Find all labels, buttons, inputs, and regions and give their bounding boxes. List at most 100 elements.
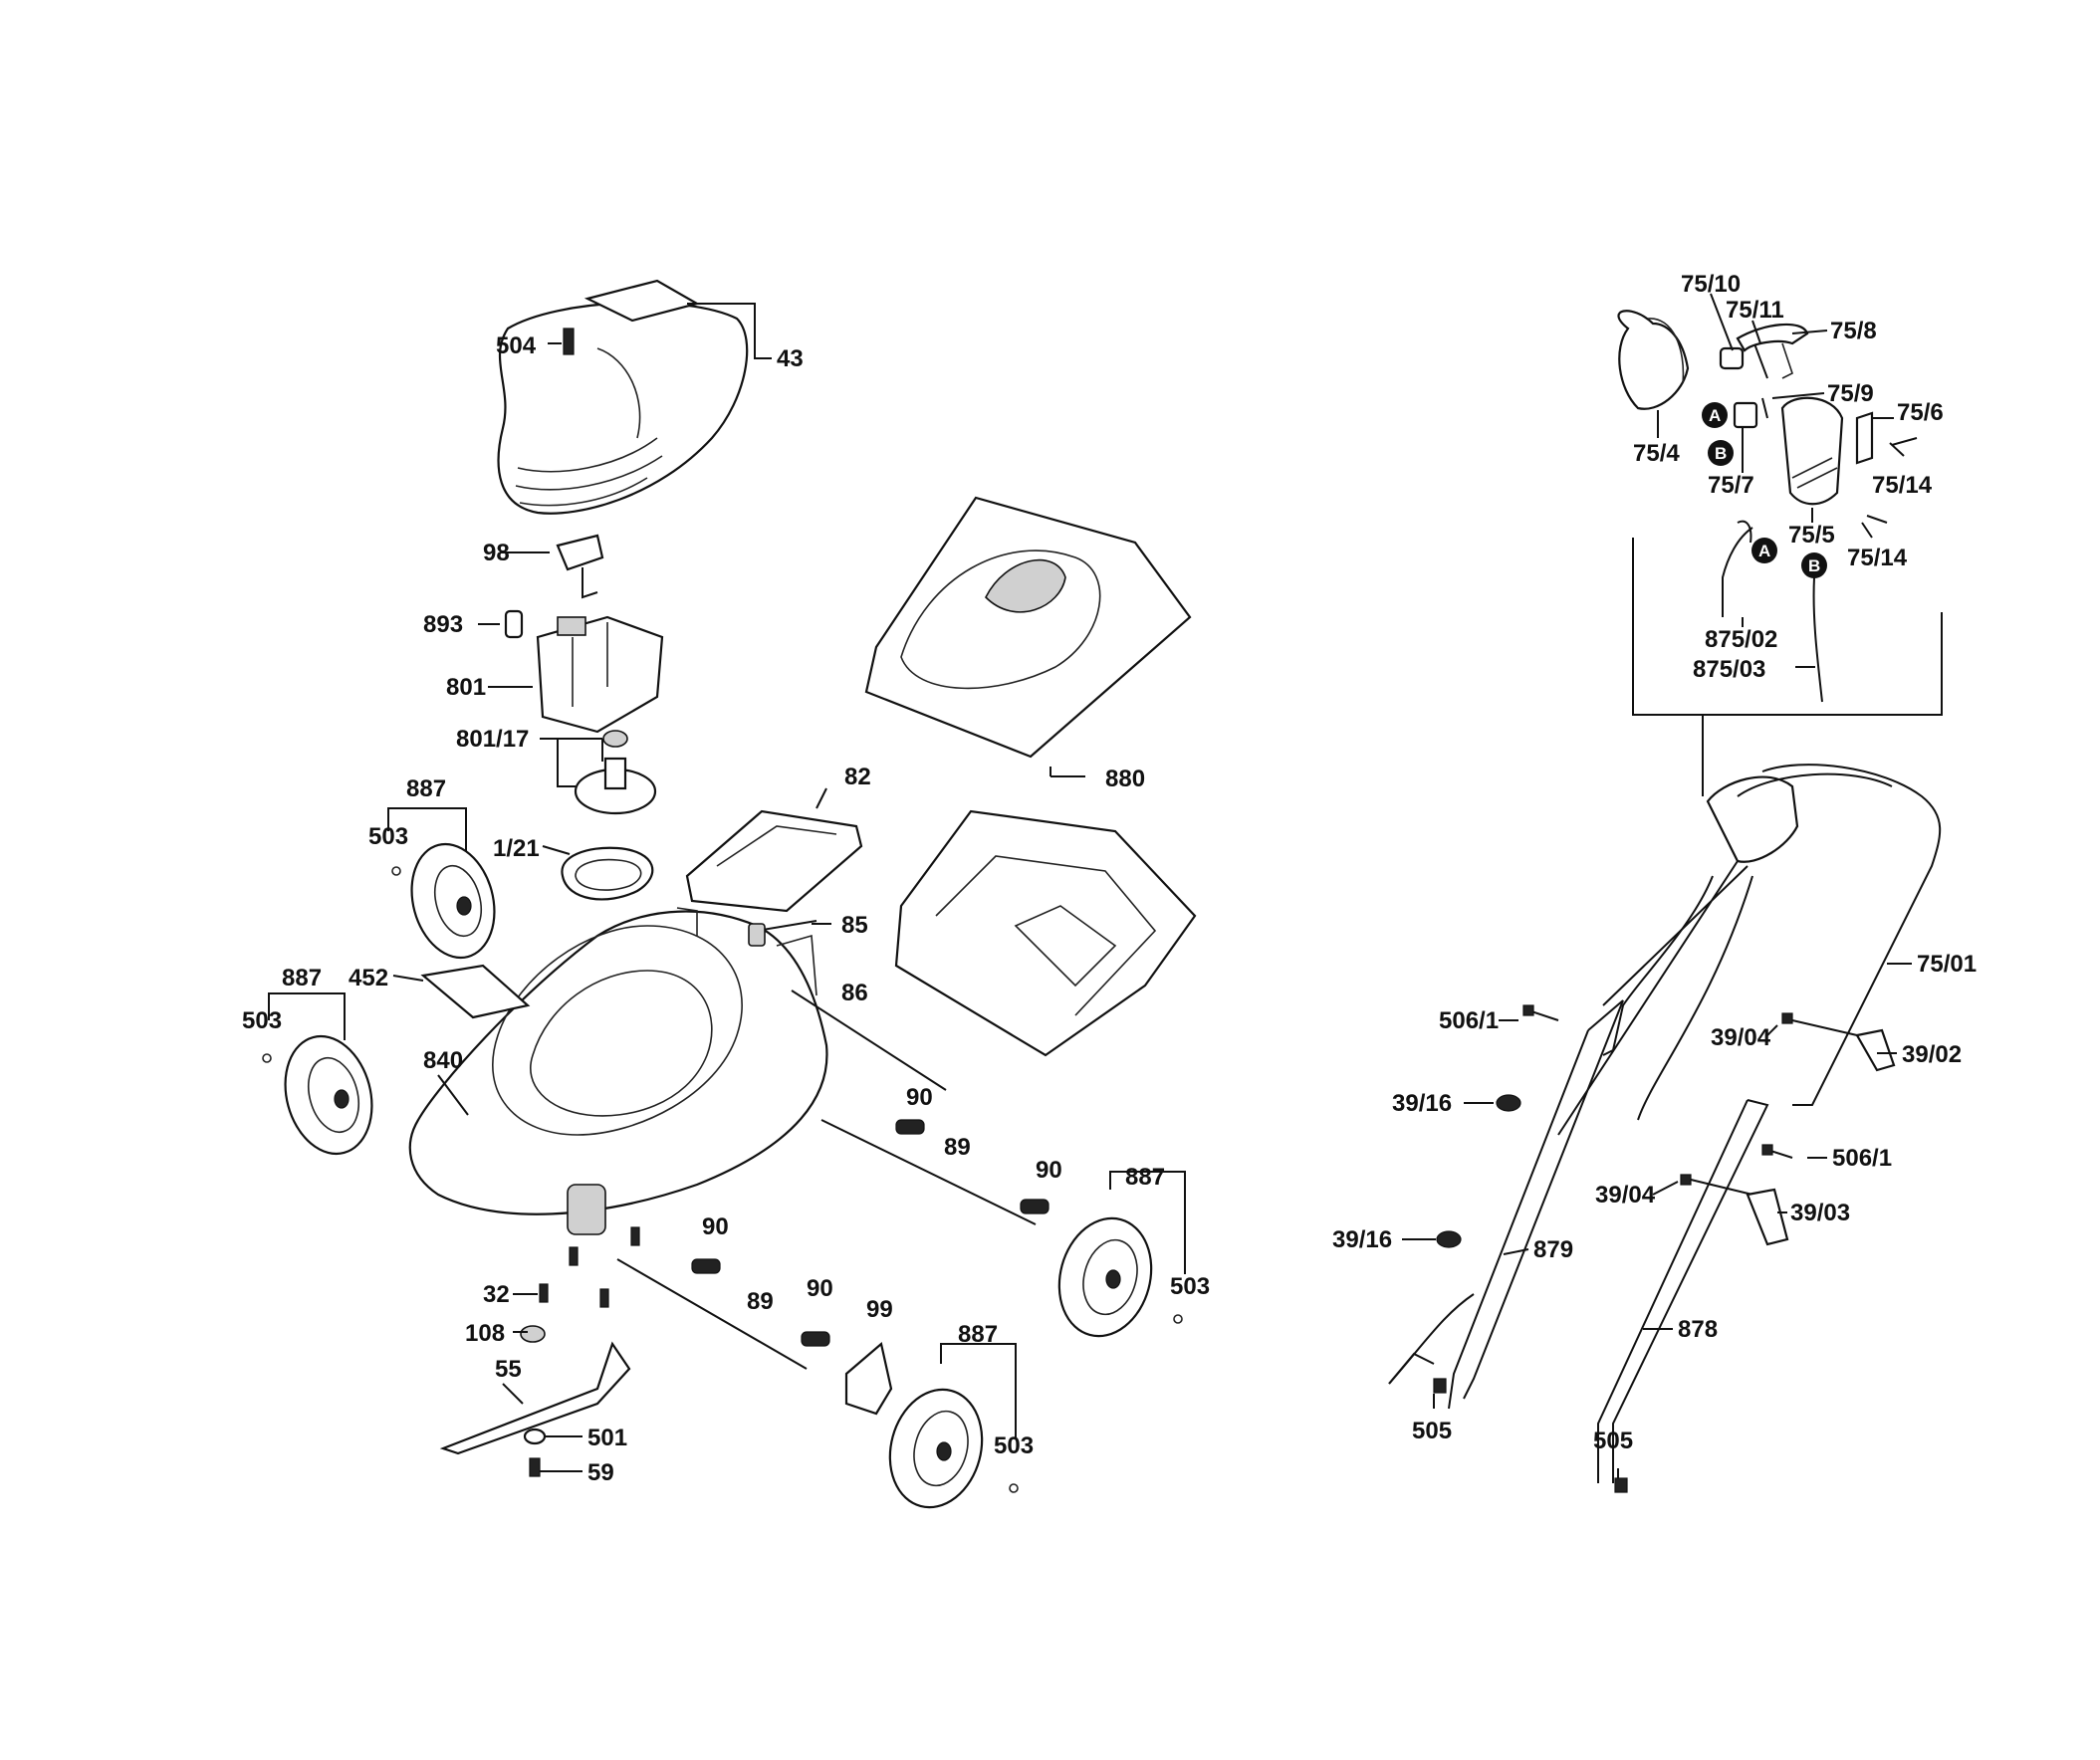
callout-32: 32 xyxy=(483,1281,510,1308)
callout-503-b: 503 xyxy=(242,1007,282,1034)
screw-part-505-a xyxy=(1433,1378,1447,1394)
axle-part-86 xyxy=(791,990,947,1091)
spring-part-90-b xyxy=(1020,1199,1050,1214)
callout-75-01: 75/01 xyxy=(1917,951,1977,978)
lower-handle-part-878 xyxy=(1597,1099,1769,1483)
callout-90-c: 90 xyxy=(702,1213,729,1240)
callout-75-4: 75/4 xyxy=(1633,440,1680,467)
wheel-part-887-d xyxy=(888,1388,1019,1509)
callout-840: 840 xyxy=(423,1047,463,1074)
callout-89-a: 89 xyxy=(944,1134,971,1161)
callout-875-02: 875/02 xyxy=(1705,626,1777,653)
callout-39-02: 39/02 xyxy=(1902,1041,1962,1068)
spring-part-90-c xyxy=(691,1258,721,1274)
wheel-part-887-c xyxy=(1057,1216,1183,1338)
wheel-part-887-a xyxy=(391,842,496,960)
wheel-part-887-b xyxy=(262,1034,373,1156)
callout-90-a: 90 xyxy=(906,1084,933,1111)
callout-75-14-b: 75/14 xyxy=(1847,545,1908,571)
deck-part-840 xyxy=(408,907,828,1235)
lever-part-85 xyxy=(748,920,817,947)
switch-part-98 xyxy=(556,534,604,599)
screws-part-75-14 xyxy=(1866,437,1918,524)
callout-801: 801 xyxy=(446,674,486,701)
connector-badge-a1: A xyxy=(1702,402,1728,428)
callout-887-a: 887 xyxy=(406,775,446,802)
svg-text:A: A xyxy=(1758,542,1770,560)
callout-82: 82 xyxy=(844,764,871,790)
callout-90-d: 90 xyxy=(807,1275,833,1302)
handle-bottom-left xyxy=(1388,1293,1475,1385)
leader-lines-right xyxy=(1402,293,1912,1478)
cover-plate-part-82 xyxy=(685,809,863,913)
callout-108: 108 xyxy=(465,1320,505,1347)
callout-39-03: 39/03 xyxy=(1790,1200,1850,1226)
callout-887-d: 887 xyxy=(958,1321,998,1348)
svg-text:B: B xyxy=(1808,556,1820,575)
callout-75-9: 75/9 xyxy=(1827,380,1874,407)
lever-part-75-8 xyxy=(1736,323,1809,379)
callout-875-03: 875/03 xyxy=(1693,656,1765,683)
callout-89-b: 89 xyxy=(747,1288,774,1315)
callout-85: 85 xyxy=(841,912,868,939)
knob-part-39-03 xyxy=(1746,1188,1789,1246)
nut-part-39-16-b xyxy=(1436,1230,1462,1248)
callout-887-b: 887 xyxy=(282,965,322,991)
callout-90-b: 90 xyxy=(1036,1157,1062,1184)
callout-879: 879 xyxy=(1533,1236,1573,1263)
lever-part-99 xyxy=(844,1341,893,1416)
callout-75-7: 75/7 xyxy=(1708,472,1754,499)
upper-handle-part-75-01 xyxy=(1557,764,1942,1136)
spring-part-90-d xyxy=(801,1331,830,1347)
callout-75-14-a: 75/14 xyxy=(1872,472,1933,499)
callout-39-16-b: 39/16 xyxy=(1332,1226,1392,1253)
plate-part-75-6 xyxy=(1855,411,1874,465)
callout-505-b: 505 xyxy=(1593,1428,1633,1454)
motor-part-801 xyxy=(536,615,664,734)
knob-part-39-02 xyxy=(1855,1028,1896,1072)
screw-part-506-1-b xyxy=(1761,1144,1793,1159)
pulley-part-801-17 xyxy=(574,730,657,815)
cover-part-75-5 xyxy=(1780,396,1844,506)
callout-504: 504 xyxy=(496,332,537,359)
callout-503-d: 503 xyxy=(994,1432,1034,1459)
nut-part-39-16-a xyxy=(1496,1094,1521,1112)
callout-39-16-a: 39/16 xyxy=(1392,1090,1452,1117)
spring-part-90-a xyxy=(895,1119,925,1135)
callout-503-a: 503 xyxy=(368,823,408,850)
switch-box-bracket xyxy=(1632,538,1943,796)
grassbox-base-part xyxy=(894,809,1197,1057)
screw-part-506-1-a xyxy=(1522,1004,1559,1021)
screw-part-39-04-b xyxy=(1680,1174,1753,1196)
svg-text:A: A xyxy=(1709,406,1721,425)
callout-452: 452 xyxy=(349,965,388,991)
callout-99: 99 xyxy=(866,1296,893,1323)
svg-text:B: B xyxy=(1715,444,1727,463)
callout-878: 878 xyxy=(1678,1316,1718,1343)
callout-880: 880 xyxy=(1105,766,1145,792)
callout-75-11: 75/11 xyxy=(1726,297,1784,324)
callout-505-a: 505 xyxy=(1412,1418,1452,1444)
switch-housing-part-75-4 xyxy=(1617,310,1690,410)
callout-501: 501 xyxy=(587,1425,627,1451)
switch-part-75-7 xyxy=(1733,397,1768,429)
connector-badge-b2: B xyxy=(1801,552,1827,578)
callout-887-c: 887 xyxy=(1125,1164,1165,1191)
strip-part-452 xyxy=(420,964,531,1019)
capacitor-part-893 xyxy=(504,609,524,639)
callout-503-c: 503 xyxy=(1170,1273,1210,1300)
axle-part-89-a xyxy=(820,1119,1037,1225)
cable-part-875-02 xyxy=(1722,520,1753,617)
screw-part-504 xyxy=(563,328,575,355)
callout-75-8: 75/8 xyxy=(1830,318,1877,344)
lower-handle-part-879 xyxy=(1448,999,1624,1410)
connector-badge-b1: B xyxy=(1708,440,1734,466)
cable-part-875-03 xyxy=(1812,576,1823,703)
callout-43: 43 xyxy=(777,345,804,372)
callout-75-5: 75/5 xyxy=(1788,522,1835,549)
connector-badge-a2: A xyxy=(1751,538,1777,563)
callout-39-04-a: 39/04 xyxy=(1711,1024,1771,1051)
switch-part-75-10 xyxy=(1719,346,1745,370)
screw-part-39-04-a xyxy=(1781,1012,1858,1036)
